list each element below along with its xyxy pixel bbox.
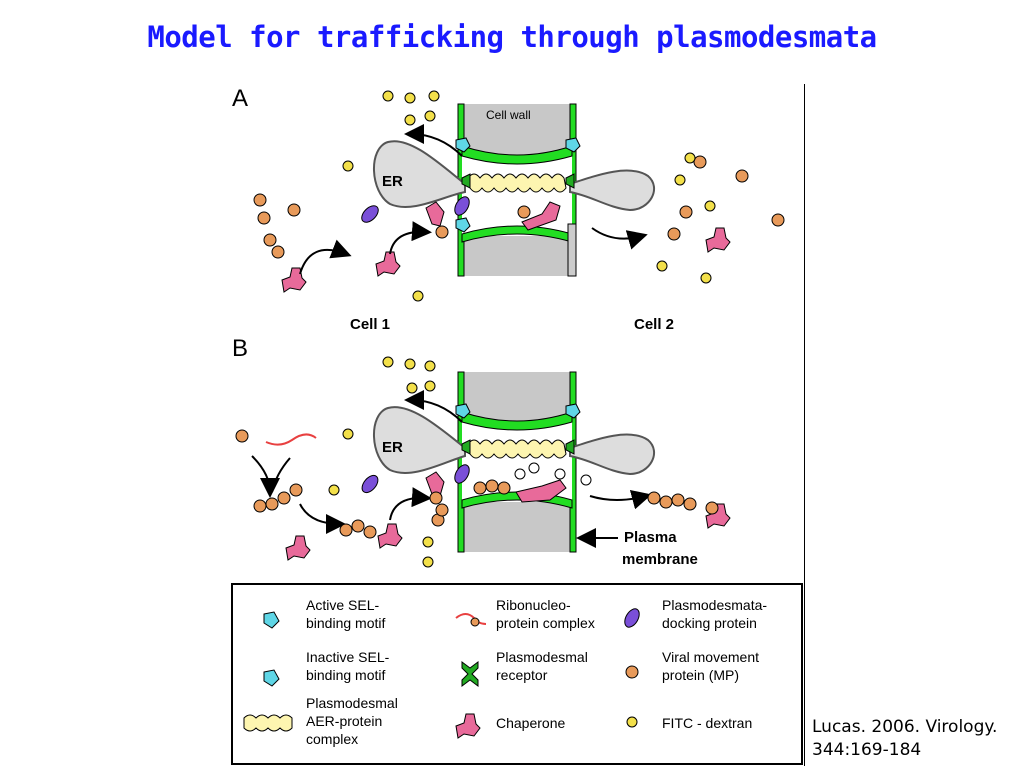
docking-protein [361,205,379,223]
legend-label: Plasmodesmal [306,695,398,711]
chaperone [377,523,403,549]
er-right [569,433,655,476]
legend-label: binding motif [306,615,385,631]
arrow [389,221,432,255]
membrane-top [461,411,573,431]
legend-label: Chaperone [496,715,565,731]
panel-a-label: A [232,85,248,112]
legend-label: Ribonucleo- [496,597,571,613]
chaperone [375,251,401,277]
arrow [251,455,280,498]
legend-label: Plasmodesmata- [662,597,767,613]
cell-wall-label: Cell wall [486,108,531,122]
legend-label: binding motif [306,667,385,683]
aer-complex-b [467,439,567,459]
receptor-icon [461,661,479,687]
fitc-dextran-cluster [328,356,436,568]
legend-label: receptor [496,667,548,683]
receptor [565,173,575,189]
citation-line1: Lucas. 2006. Virology. [812,717,998,737]
panel-b-label: B [232,335,248,362]
arrow [591,227,648,250]
aer-complex-a [467,173,567,193]
membrane-stub [567,223,577,277]
citation-line2: 344:169-184 [812,740,922,760]
legend-label: Inactive SEL- [306,649,390,665]
arrow [299,239,352,275]
receptor [565,439,575,455]
chaperone [281,267,307,293]
viral-mp-icon [625,665,639,679]
fitc-dextran-icon [626,716,638,728]
docking-protein-icon [624,608,640,628]
receptor [461,173,471,189]
chaperone [515,479,567,503]
fitc-dextran-cluster [342,90,716,302]
arrow [271,457,291,493]
cell2-label: Cell 2 [634,316,674,333]
legend-label: complex [306,731,358,747]
chaperone [521,201,561,231]
er-label-b: ER [382,439,403,456]
active-sel-motif [565,137,581,153]
plasma-label-line2: membrane [622,551,698,568]
channel-gap [462,156,572,236]
legend-label: FITC - dextran [662,715,752,731]
legend: Active SEL- binding motif Inactive SEL- … [231,583,803,765]
arrow [389,487,432,521]
legend-label: AER-protein [306,713,382,729]
panel-a: A Cell wall ER [232,85,785,333]
er-right [569,169,655,212]
legend-label: docking protein [662,615,757,631]
docking-protein [361,474,379,494]
chaperone [705,227,731,253]
arrow [404,124,463,157]
citation: Lucas. 2006. Virology. 344:169-184 [812,716,1022,762]
er-left [373,140,466,208]
cell1-label: Cell 1 [350,316,390,333]
active-sel-motif [455,403,471,419]
membrane-top [461,145,573,165]
viral-mp-cluster [253,155,785,259]
er-label-a: ER [382,173,403,190]
inactive-sel-icon [263,669,280,687]
active-sel-icon [263,611,280,629]
inactive-sel-motif [455,217,471,233]
arrow [299,503,346,534]
chaperone [425,201,445,227]
chaperone [285,535,311,561]
docking-protein [454,464,470,484]
docking-protein [454,196,470,216]
active-sel-motif [565,403,581,419]
legend-label: protein (MP) [662,667,739,683]
plasmodesmata-figure: A Cell wall ER [230,84,805,766]
panel-b: B ER [232,335,731,568]
legend-label: Active SEL- [306,597,379,613]
ribonucleoprotein-complex [265,433,317,446]
legend-label: protein complex [496,615,595,631]
slide-title: Model for trafficking through plasmodesm… [147,20,877,54]
legend-label: Plasmodesmal [496,649,588,665]
legend-box [231,583,803,765]
empty-particles [514,462,592,486]
aer-complex-icon [243,714,293,732]
arrow [589,489,652,510]
viral-mp [435,225,449,239]
legend-label: Viral movement [662,649,759,665]
receptor [461,439,471,455]
active-sel-motif [455,137,471,153]
ribonucleoprotein-icon-dot [470,617,480,627]
er-left [373,406,466,474]
plasma-label-line1: Plasma [624,529,677,546]
arrow [404,390,463,423]
viral-mp-cluster [235,429,719,539]
